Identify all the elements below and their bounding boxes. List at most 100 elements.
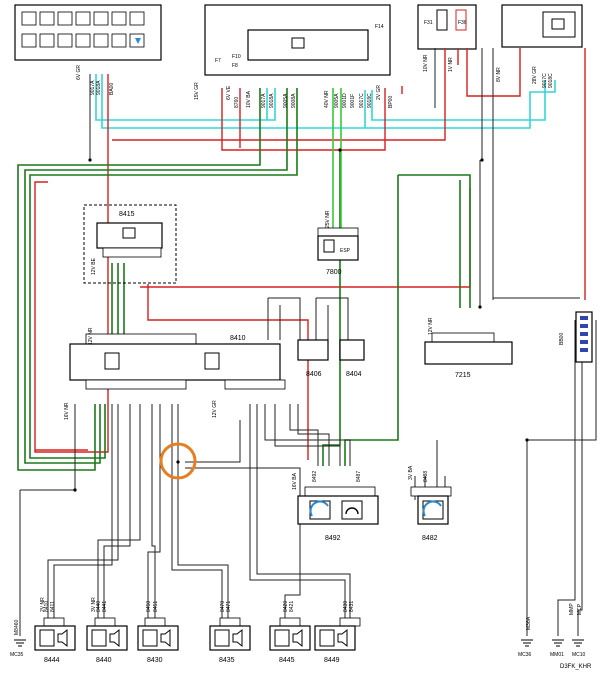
component-8415: 8415 — [83, 204, 177, 284]
label-8445: 8445 — [279, 657, 295, 664]
wire-label-3: BA00 — [109, 83, 115, 95]
black-wires — [19, 48, 597, 636]
wire-label-15: 8410 — [44, 601, 50, 612]
radio-unit-top — [501, 4, 583, 48]
component-8406: 8406 — [297, 339, 329, 378]
ground-symbols — [14, 639, 584, 647]
connector-labels: 6V GR 15V GR 6V VE 10V BA 40V NR 2V GR 1… — [40, 54, 538, 612]
ground-mm01: MM01 — [550, 652, 564, 658]
wire-label-5: 9017A — [261, 93, 267, 108]
fuse-f31-label: F31 — [424, 20, 433, 26]
wire-label-23: 8430 — [343, 601, 349, 612]
wire-label-28: 8487 — [356, 471, 362, 482]
label-8492: 8492 — [325, 535, 341, 542]
wire-label-12: 9017C — [359, 93, 365, 108]
conn-label-1: 6V GR — [76, 65, 82, 80]
label-8435: 8435 — [219, 657, 235, 664]
ground-mc36: MC36 — [518, 652, 532, 658]
wire-label-18: 8441 — [102, 601, 108, 612]
conn-label-5: 40V NR — [324, 90, 330, 108]
wire-label-31: 9017C — [542, 73, 548, 88]
ground-mmp: MMP — [569, 603, 575, 615]
ground-mcp: MCP — [577, 603, 583, 615]
fuse-f7-label: F7 — [215, 58, 221, 64]
esp-label: ESP — [340, 248, 351, 254]
ground-m36a: M36A — [526, 616, 532, 630]
wire-label-25: 8420 — [283, 601, 289, 612]
speaker-8444: 8444 — [34, 617, 76, 664]
wire-label-16: 8411 — [50, 601, 56, 612]
conn-label-17: 3V BA — [408, 465, 414, 480]
conn-label-11: 25V NR — [325, 210, 331, 228]
speaker-8430: 8430 — [137, 617, 179, 664]
label-8440: 8440 — [96, 657, 112, 664]
green-wires — [17, 88, 471, 471]
fuse-f10-label: F10 — [232, 54, 241, 60]
label-8404: 8404 — [346, 371, 362, 378]
conn-label-3: 6V VE — [226, 85, 232, 100]
wire-label-13: 9018C — [367, 93, 373, 108]
component-7800: ESP 7800 — [317, 227, 359, 276]
conn-label-20: 3V NR — [91, 597, 97, 612]
conn-label-6: 2V GR — [376, 85, 382, 100]
conn-label-12: 12V BE — [91, 257, 97, 275]
label-8410: 8410 — [230, 335, 246, 342]
ground-mc35: MC35 — [10, 652, 24, 658]
wire-label-26: 8421 — [289, 601, 295, 612]
switch-panel — [14, 4, 162, 61]
label-8415: 8415 — [119, 211, 135, 218]
conn-label-8: 1V NR — [448, 57, 454, 72]
conn-label-13: 12V NR — [88, 327, 94, 345]
diagram-reference: D3FK_KHR — [560, 664, 592, 670]
conn-label-7: 10V NR — [423, 54, 429, 72]
fuse-f8-label: F8 — [232, 63, 238, 69]
wire-label-27: 8492 — [312, 471, 318, 482]
wire-label-22: 8471 — [226, 601, 232, 612]
conn-label-2: 15V GR — [194, 82, 200, 100]
label-7215: 7215 — [455, 372, 471, 379]
wire-label-17: 8440 — [96, 601, 102, 612]
component-8492: 8492 — [297, 486, 379, 542]
wire-label-7: 9005A — [283, 93, 289, 108]
speaker-8435: 8435 — [209, 617, 251, 664]
component-8410: 8410 — [69, 333, 286, 390]
speaker-8449: 8449 — [314, 617, 361, 664]
wire-label-30: 9018C — [548, 73, 554, 88]
wire-label-9: 9005A — [334, 93, 340, 108]
conn-label-15: 12V GR — [212, 400, 218, 418]
component-8482: 8482 — [410, 486, 452, 542]
component-7215: 7215 — [424, 332, 513, 379]
wire-label-29: 8488 — [423, 471, 429, 482]
wire-label-1: 9017A — [90, 80, 96, 95]
speaker-8440: 8440 — [86, 617, 128, 664]
label-8430: 8430 — [147, 657, 163, 664]
junction-dots — [73, 148, 529, 492]
wire-label-14: BP00 — [388, 96, 394, 108]
label-bb00: BB00 — [559, 333, 565, 345]
label-8444: 8444 — [44, 657, 60, 664]
ground-mc10: MC10 — [572, 652, 586, 658]
light-green-wires — [332, 88, 342, 228]
ground-m8460: M8460 — [14, 619, 20, 635]
wire-label-4: 8760 — [234, 97, 240, 108]
highlight-circle — [159, 442, 197, 480]
label-8406: 8406 — [306, 371, 322, 378]
conn-label-14: 16V NR — [64, 402, 70, 420]
conn-label-19: 2V NR — [40, 597, 46, 612]
label-8482: 8482 — [422, 535, 438, 542]
wire-label-24: 8431 — [349, 601, 355, 612]
red-wires — [34, 48, 586, 460]
wire-label-19: 8450 — [146, 601, 152, 612]
conn-label-4: 10V BA — [246, 90, 252, 108]
wire-label-20: 8451 — [153, 601, 159, 612]
wire-label-2: 9018A — [96, 80, 102, 95]
label-7800: 7800 — [326, 269, 342, 276]
conn-label-10: 28V GR — [532, 66, 538, 84]
conn-label-9: 8V NR — [496, 67, 502, 82]
wire-label-6: 9018A — [269, 93, 275, 108]
wire-label-21: 8470 — [220, 601, 226, 612]
wire-labels: 9017A 9018A BA00 8760 9017A 9018A 9005A … — [44, 73, 554, 612]
cyan-wires — [95, 74, 556, 129]
fuse-f14-label: F14 — [375, 24, 384, 30]
fuse-box-bsi: F10 F8 F7 F14 — [204, 4, 391, 76]
